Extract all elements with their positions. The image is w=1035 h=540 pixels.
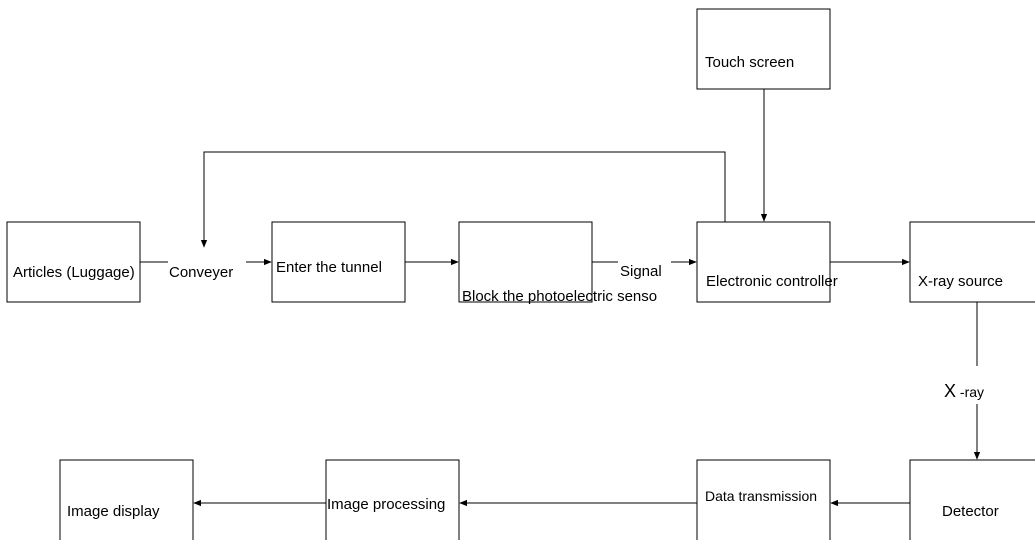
- box-image-display-label: Image display: [67, 503, 160, 520]
- edge-label-xray-suffix: -ray: [956, 384, 984, 400]
- box-electronic-controller-label: Electronic controller: [706, 273, 838, 290]
- box-detector-label: Detector: [942, 503, 999, 520]
- box-touch-screen: Touch screen: [696, 8, 831, 90]
- edge-label-xray-prefix: X: [944, 381, 956, 401]
- box-data-transmission-label: Data transmission: [705, 488, 817, 504]
- box-electronic-controller: Electronic controller: [696, 221, 838, 303]
- box-articles-label: Articles (Luggage): [13, 264, 135, 281]
- box-image-processing-label: Image processing: [327, 496, 445, 513]
- box-articles: Articles (Luggage): [6, 221, 141, 303]
- box-data-transmission: Data transmission: [696, 459, 831, 540]
- box-image-display: Image display: [59, 459, 194, 540]
- box-enter-tunnel: Enter the tunnel: [271, 221, 406, 303]
- edge-label-xray: X -ray: [944, 381, 984, 401]
- box-block-sensor: Block the photoelectric senso: [458, 221, 657, 305]
- box-touch-screen-label: Touch screen: [705, 54, 794, 71]
- box-xray-source: X-ray source: [909, 221, 1035, 303]
- edge-label-signal: Signal: [620, 263, 662, 280]
- edge-label-conveyer: Conveyer: [169, 264, 233, 281]
- box-block-sensor-label: Block the photoelectric senso: [462, 288, 657, 305]
- arrow-controller-feedback-conveyer: [200, 151, 726, 248]
- box-xray-source-label: X-ray source: [918, 273, 1003, 290]
- box-detector: Detector: [909, 459, 1035, 540]
- box-image-processing: Image processing: [325, 459, 460, 540]
- box-enter-tunnel-label: Enter the tunnel: [276, 259, 382, 276]
